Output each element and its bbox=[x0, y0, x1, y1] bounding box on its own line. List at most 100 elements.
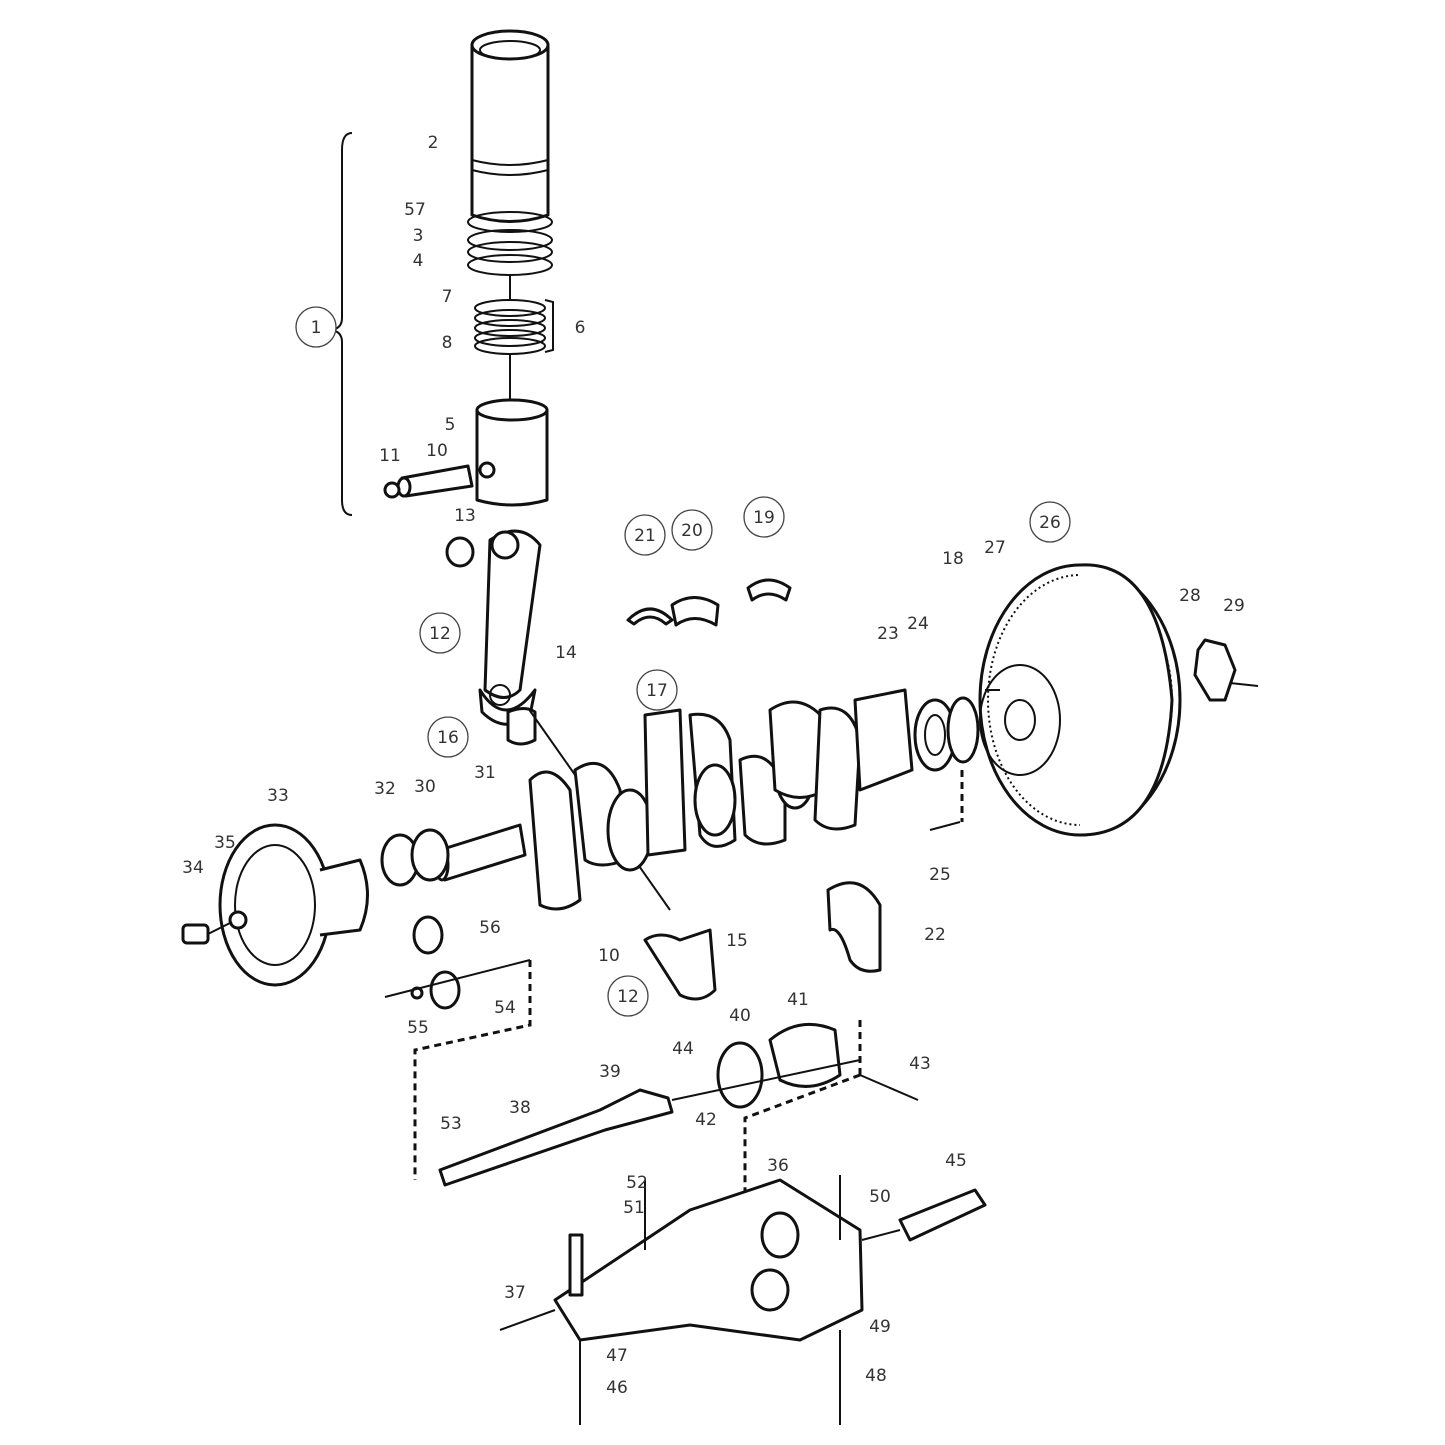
part-label-13: 13 bbox=[454, 506, 476, 526]
part-label-10: 10 bbox=[426, 441, 448, 461]
label-circle bbox=[1029, 501, 1071, 543]
part-label-46: 46 bbox=[606, 1378, 628, 1398]
part-label-54: 54 bbox=[494, 998, 516, 1018]
part-number: 47 bbox=[606, 1346, 628, 1366]
part-label-4: 4 bbox=[413, 251, 424, 271]
cylinder-liner bbox=[470, 29, 550, 223]
part-number: 8 bbox=[442, 333, 453, 353]
part-number: 38 bbox=[509, 1098, 531, 1118]
part-number: 6 bbox=[575, 318, 586, 338]
part-label-20: 20 bbox=[671, 509, 713, 551]
part-number: 37 bbox=[504, 1283, 526, 1303]
lower-rod-cap bbox=[643, 928, 717, 1001]
part-label-17: 17 bbox=[636, 669, 678, 711]
part-number: 41 bbox=[787, 990, 809, 1010]
part-label-55: 55 bbox=[407, 1018, 429, 1038]
part-number: 35 bbox=[214, 833, 236, 853]
part-label-30: 30 bbox=[414, 777, 436, 797]
part-label-49: 49 bbox=[869, 1317, 891, 1337]
part-number: 55 bbox=[407, 1018, 429, 1038]
part-number: 23 bbox=[877, 624, 899, 644]
part-label-7: 7 bbox=[442, 287, 453, 307]
part-label-34: 34 bbox=[182, 858, 204, 878]
part-number: 27 bbox=[984, 538, 1006, 558]
part-number: 3 bbox=[413, 226, 424, 246]
timing-gears bbox=[380, 828, 532, 1180]
part-label-18: 18 bbox=[942, 549, 964, 569]
part-label-47: 47 bbox=[606, 1346, 628, 1366]
part-number: 25 bbox=[929, 865, 951, 885]
part-number: 34 bbox=[182, 858, 204, 878]
part-number: 56 bbox=[479, 918, 501, 938]
label-circle bbox=[607, 975, 649, 1017]
part-number: 11 bbox=[379, 446, 401, 466]
part-label-3: 3 bbox=[413, 226, 424, 246]
part-label-21: 21 bbox=[624, 514, 666, 556]
piston bbox=[475, 398, 549, 507]
part-number: 46 bbox=[606, 1378, 628, 1398]
part-number: 44 bbox=[672, 1039, 694, 1059]
part-label-5: 5 bbox=[445, 415, 456, 435]
part-label-8: 8 bbox=[442, 333, 453, 353]
label-circle bbox=[624, 514, 666, 556]
flywheel bbox=[929, 563, 1259, 837]
part-label-40: 40 bbox=[729, 1006, 751, 1026]
part-number: 22 bbox=[924, 925, 946, 945]
part-label-1: 1 bbox=[295, 306, 337, 348]
part-label-53: 53 bbox=[440, 1114, 462, 1134]
label-circle bbox=[671, 509, 713, 551]
part-number: 17 bbox=[646, 681, 668, 701]
part-number: 15 bbox=[726, 931, 748, 951]
part-label-48: 48 bbox=[865, 1366, 887, 1386]
part-label-38: 38 bbox=[509, 1098, 531, 1118]
part-number: 57 bbox=[404, 200, 426, 220]
part-label-39: 39 bbox=[599, 1062, 621, 1082]
part-label-14: 14 bbox=[555, 643, 577, 663]
piston-rings bbox=[467, 211, 554, 405]
part-label-2: 2 bbox=[428, 133, 439, 153]
part-number: 31 bbox=[474, 763, 496, 783]
part-label-27: 27 bbox=[984, 538, 1006, 558]
part-number: 16 bbox=[437, 728, 459, 748]
part-label-28: 28 bbox=[1179, 586, 1201, 606]
part-number: 13 bbox=[454, 506, 476, 526]
part-number: 19 bbox=[753, 508, 775, 528]
part-label-41: 41 bbox=[787, 990, 809, 1010]
part-number: 28 bbox=[1179, 586, 1201, 606]
label-circle bbox=[636, 669, 678, 711]
label-circle bbox=[743, 496, 785, 538]
part-number: 50 bbox=[869, 1187, 891, 1207]
part-number: 52 bbox=[626, 1173, 648, 1193]
part-label-11: 11 bbox=[379, 446, 401, 466]
part-label-24: 24 bbox=[907, 614, 929, 634]
part-label-25: 25 bbox=[929, 865, 951, 885]
part-label-42: 42 bbox=[695, 1110, 717, 1130]
part-label-35: 35 bbox=[214, 833, 236, 853]
part-number: 7 bbox=[442, 287, 453, 307]
part-label-10: 10 bbox=[598, 946, 620, 966]
part-label-50: 50 bbox=[869, 1187, 891, 1207]
part-number: 48 bbox=[865, 1366, 887, 1386]
part-label-31: 31 bbox=[474, 763, 496, 783]
part-number: 21 bbox=[634, 526, 656, 546]
connecting-rod bbox=[445, 529, 542, 746]
part-number: 32 bbox=[374, 779, 396, 799]
part-label-6: 6 bbox=[575, 318, 586, 338]
part-label-36: 36 bbox=[767, 1156, 789, 1176]
piston-pin bbox=[383, 464, 474, 499]
part-number: 45 bbox=[945, 1151, 967, 1171]
part-label-45: 45 bbox=[945, 1151, 967, 1171]
part-number: 20 bbox=[681, 521, 703, 541]
part-number: 43 bbox=[909, 1054, 931, 1074]
part-number: 12 bbox=[617, 987, 639, 1007]
part-label-26: 26 bbox=[1029, 501, 1071, 543]
thrust-washer bbox=[826, 881, 882, 973]
part-label-37: 37 bbox=[504, 1283, 526, 1303]
label-circle bbox=[295, 306, 337, 348]
part-number: 49 bbox=[869, 1317, 891, 1337]
part-number: 30 bbox=[414, 777, 436, 797]
part-label-43: 43 bbox=[909, 1054, 931, 1074]
part-number: 29 bbox=[1223, 596, 1245, 616]
